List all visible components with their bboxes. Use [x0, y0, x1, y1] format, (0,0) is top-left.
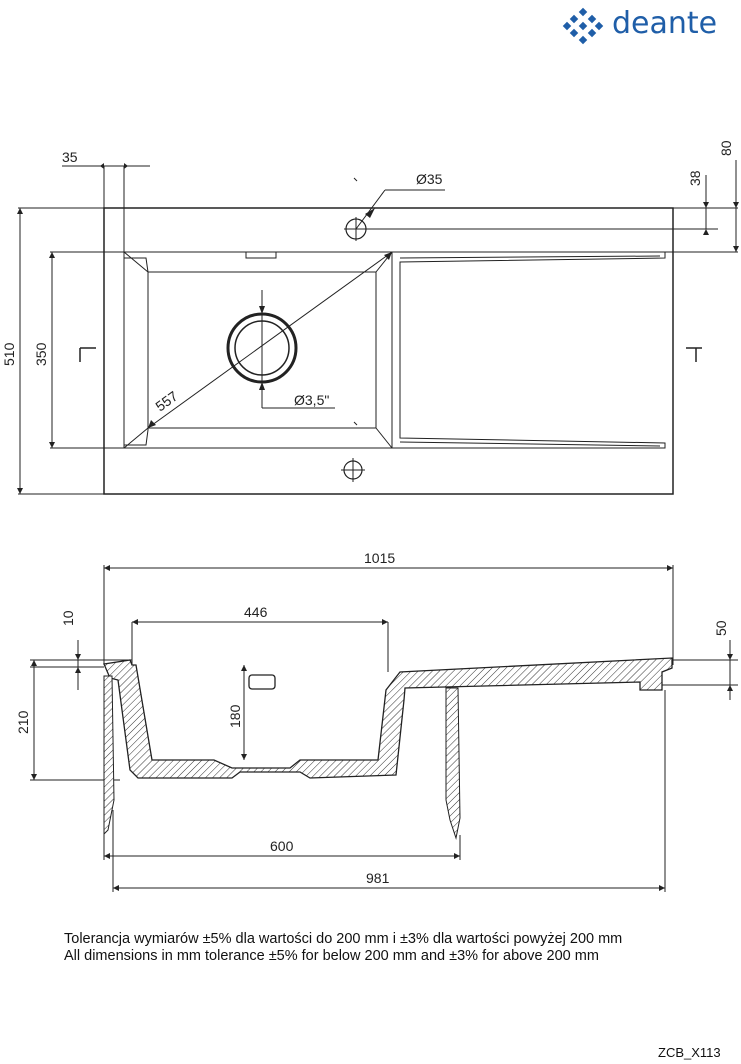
deante-logo: deante [562, 6, 717, 45]
dim-38: 38 [687, 170, 703, 186]
dim-35: 35 [62, 149, 78, 165]
dim-50: 50 [713, 620, 729, 636]
dim-10: 10 [60, 610, 76, 626]
dim-210: 210 [15, 710, 31, 734]
top-view [18, 160, 738, 495]
side-view [30, 565, 738, 892]
cabinet-right [445, 687, 461, 840]
dim-1015: 1015 [364, 550, 395, 566]
sink-section [103, 657, 673, 779]
cabinet-left [103, 675, 115, 836]
dim-drain: Ø3,5" [294, 392, 329, 408]
dim-tap-hole: Ø35 [416, 171, 443, 187]
sink-outline [103, 207, 674, 495]
logo-mark-icon [562, 7, 604, 45]
dim-350: 350 [33, 342, 49, 366]
tolerance-note-polish: Tolerancja wymiarów ±5% dla wartości do … [64, 931, 623, 947]
dim-510: 510 [1, 342, 17, 366]
logo-text: deante [612, 6, 717, 41]
dim-446: 446 [244, 604, 268, 620]
dim-981: 981 [366, 870, 390, 886]
dim-600: 600 [270, 838, 294, 854]
bowl-outline [123, 257, 149, 446]
dim-180: 180 [227, 704, 243, 728]
dim-557: 557 [152, 388, 180, 415]
product-code: ZCB_X113 [658, 1045, 721, 1060]
drainboard-outline [392, 251, 666, 449]
dim-80: 80 [718, 140, 734, 156]
tolerance-note-english: All dimensions in mm tolerance ±5% for b… [64, 948, 599, 964]
